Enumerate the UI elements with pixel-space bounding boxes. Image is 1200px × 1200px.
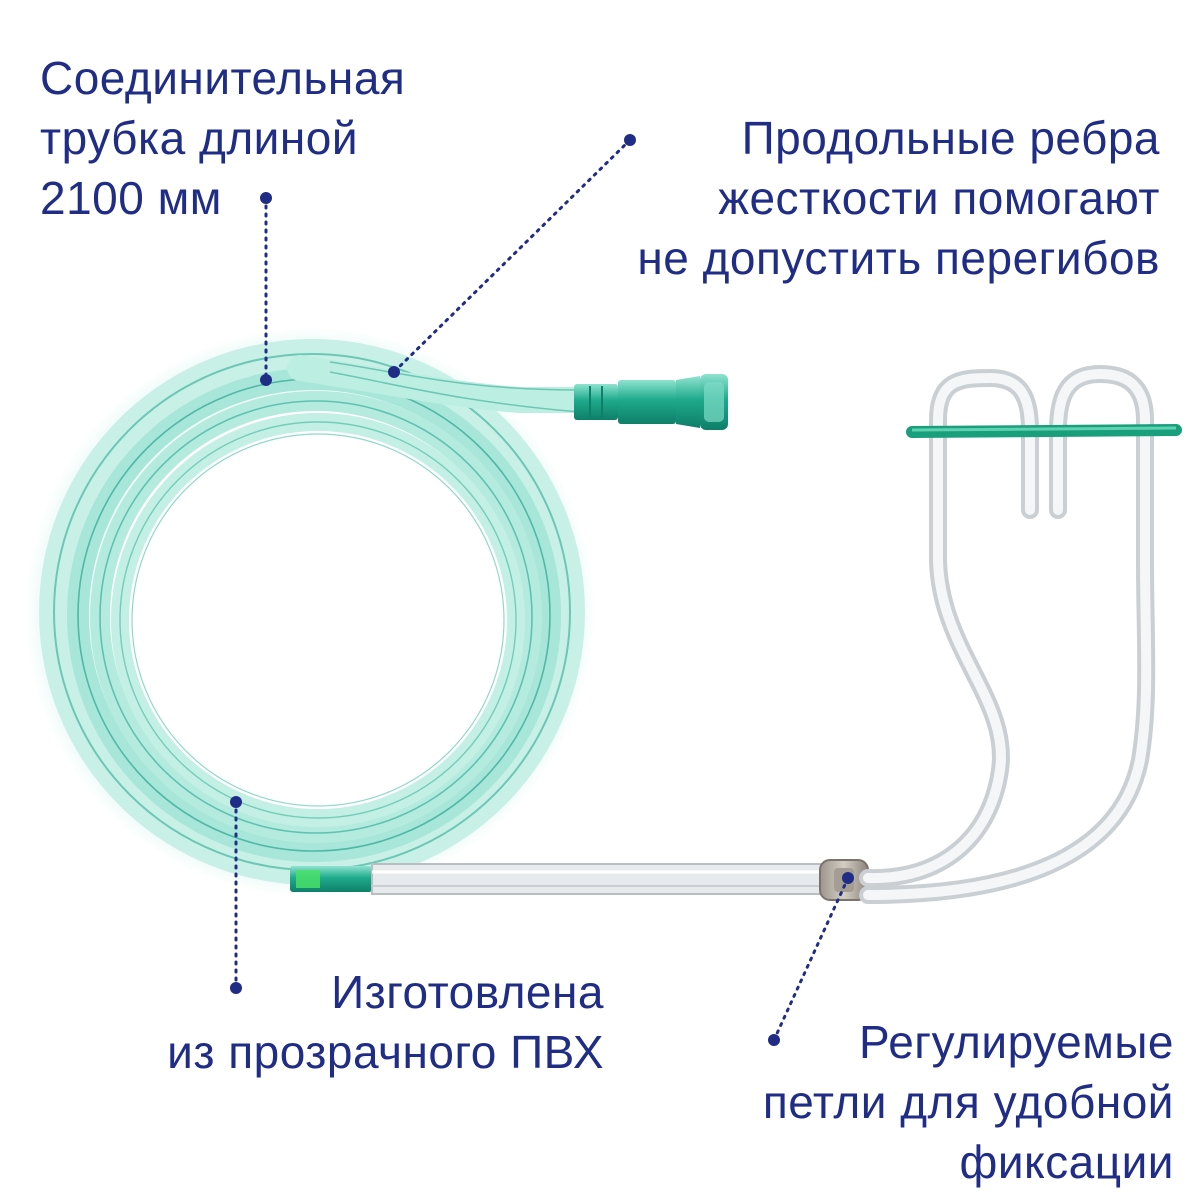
bottom-tube — [290, 863, 833, 895]
callout-adjustable-loops: Регулируемые петли для удобной фиксации — [763, 1012, 1174, 1192]
callout-line: фиксации — [959, 1136, 1174, 1188]
callout-line: Продольные ребра — [741, 112, 1160, 164]
prong-band — [906, 424, 1182, 438]
callout-line: жесткости помогают — [718, 172, 1160, 224]
top-tube — [287, 355, 593, 413]
leader-lines — [234, 138, 850, 1042]
callout-line: Соединительная — [40, 52, 406, 104]
callout-line: трубка длиной — [40, 112, 359, 164]
coiled-tube — [25, 327, 595, 897]
cannula-loops — [859, 365, 1156, 904]
callout-line: из прозрачного ПВХ — [167, 1026, 604, 1078]
callout-line: 2100 мм — [40, 172, 222, 224]
callout-line: не допустить перегибов — [637, 232, 1160, 284]
callout-line: Изготовлена — [331, 966, 604, 1018]
callout-line: Регулируемые — [859, 1016, 1174, 1068]
callout-tube-length: Соединительная трубка длиной 2100 мм — [40, 48, 405, 228]
leader-dots — [230, 134, 854, 1046]
tube-connector — [574, 374, 728, 430]
callout-material: Изготовлена из прозрачного ПВХ — [167, 962, 604, 1082]
callout-line: петли для удобной — [762, 1076, 1174, 1128]
callout-stiffening-ribs: Продольные ребра жесткости помогают не д… — [637, 108, 1160, 288]
